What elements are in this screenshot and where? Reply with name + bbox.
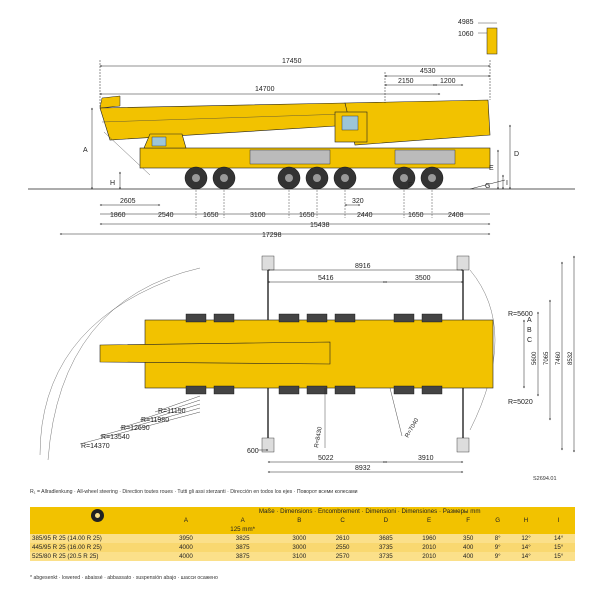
dim-14700: 14700 [255, 86, 275, 93]
col-e: E [407, 516, 451, 525]
letter-b-plan: B [527, 327, 532, 334]
dim-2408: 2408 [448, 212, 464, 219]
tyre-header [30, 507, 165, 525]
dimensions-table: Maße · Dimensions · Encombrement · Dimen… [30, 507, 575, 561]
radius-12690: R=12690 [121, 425, 150, 432]
table-title: Maße · Dimensions · Encombrement · Dimen… [164, 507, 575, 516]
dim-15438: 15438 [310, 222, 330, 229]
table-row: 385/95 R 25 (14.00 R 25) 3950 3825 3000 … [30, 534, 575, 543]
dim-7065: 7065 [544, 351, 550, 365]
sub-label: 125 mm* [207, 525, 278, 534]
radius-5020: R=5020 [508, 399, 533, 406]
letter-i: I [506, 180, 508, 187]
letter-c-plan: C [527, 337, 532, 344]
table-row: 445/95 R 25 (16.00 R 25) 4000 3875 3000 … [30, 543, 575, 552]
col-b: B [277, 516, 321, 525]
radius-7040: R=7040 [405, 417, 421, 439]
dim-2440: 2440 [357, 212, 373, 219]
letter-g: G [485, 183, 490, 190]
dim-3500: 3500 [415, 275, 431, 282]
dim-2150: 2150 [398, 78, 414, 85]
letter-d: D [514, 151, 519, 158]
letter-a: A [83, 147, 88, 154]
dim-1650c: 1650 [408, 212, 424, 219]
dim-5600: 5600 [532, 351, 538, 365]
tyre-icon [90, 508, 104, 522]
dim-3100: 3100 [250, 212, 266, 219]
dim-5022: 5022 [318, 455, 334, 462]
dim-600: 600 [247, 448, 259, 455]
dim-4985: 4985 [458, 19, 474, 26]
dim-8532: 8532 [568, 351, 574, 365]
dim-1650b: 1650 [299, 212, 315, 219]
radius-14370: R=14370 [81, 443, 110, 450]
col-d: D [364, 516, 408, 525]
radius-5600: R=5600 [508, 311, 533, 318]
dim-2605: 2605 [120, 198, 136, 205]
dim-7460: 7460 [556, 351, 562, 365]
col-c: C [320, 516, 365, 525]
radius-11150: R=11150 [158, 408, 186, 415]
table-footnote: * abgesenkt · lowered · abaissé · abbass… [30, 575, 218, 581]
drawing-id: S2694.01 [533, 476, 557, 482]
letter-a-plan: A [527, 317, 532, 324]
col-a2: A [207, 516, 278, 525]
radius-11980: R=11980 [141, 417, 169, 424]
dim-8932: 8932 [355, 465, 371, 472]
col-i: I [542, 516, 575, 525]
dim-1650a: 1650 [203, 212, 219, 219]
dim-3910: 3910 [418, 455, 434, 462]
boom [99, 102, 353, 141]
side-view: 17450 14700 4530 2150 1200 A H D E I G F [28, 19, 575, 239]
dim-8916: 8916 [355, 263, 371, 270]
table-row: 525/80 R 25 (20.5 R 25) 4000 3875 3100 2… [30, 552, 575, 561]
letter-h: H [110, 180, 115, 187]
col-f: F [450, 516, 486, 525]
dim-320: 320 [352, 198, 364, 205]
plan-boom [99, 341, 331, 365]
letter-f: F [408, 182, 412, 189]
radius-8430: R=8430 [314, 426, 324, 449]
plan-view: 8916 5416 3500 C B A 5600 7065 7460 8532… [39, 255, 575, 473]
dim-5416: 5416 [318, 275, 334, 282]
col-g: G [485, 516, 510, 525]
dim-1200: 1200 [440, 78, 456, 85]
dim-2540: 2540 [158, 212, 174, 219]
dim-1060: 1060 [458, 31, 474, 38]
dim-17298: 17298 [262, 232, 282, 239]
letter-e: E [489, 165, 494, 172]
dim-4530: 4530 [420, 68, 436, 75]
steering-note: R₁ = Allradlenkung · All-wheel steering … [30, 489, 358, 495]
dim-1860: 1860 [110, 212, 126, 219]
dim-17450: 17450 [282, 58, 302, 65]
col-h: H [509, 516, 543, 525]
col-a: A [164, 516, 208, 525]
radius-13540: R=13540 [101, 434, 130, 441]
rear-inset [478, 22, 498, 55]
